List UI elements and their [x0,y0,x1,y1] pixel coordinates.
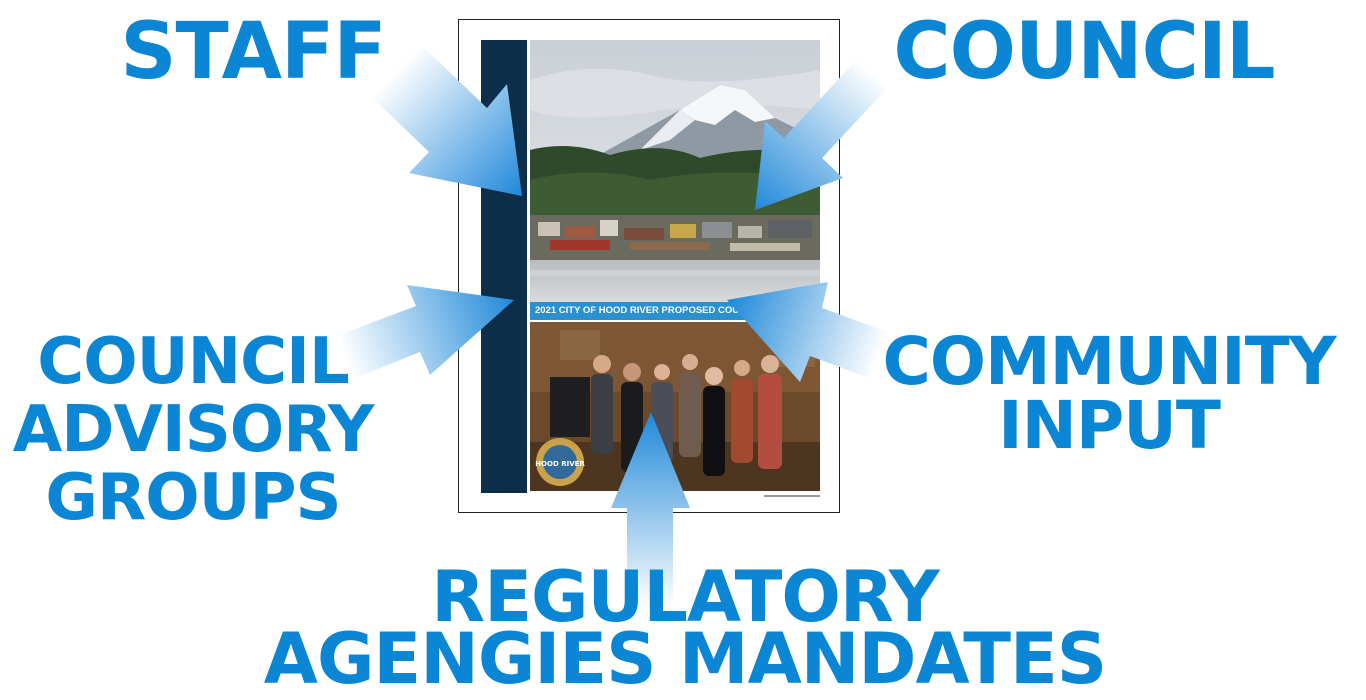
community-input-arrow [727,282,896,382]
council-group-photo: HOOD RIVER [530,322,820,491]
label-council: COUNCIL [866,4,1302,100]
label-regulatory-agencies-mandates: REGULATORY AGENGIES MANDATES [170,556,1200,700]
label-community-input: COMMUNITY INPUT [870,323,1348,464]
regulatory-agencies-arrow [611,412,690,608]
label-cag-line-3: GROUPS [45,461,341,535]
label-cag-line-1: COUNCIL [37,325,349,399]
label-community-line-1: COMMUNITY [882,323,1336,400]
council-advisory-groups-arrow [326,285,514,382]
label-regulatory-line-2: AGENGIES MANDATES [263,618,1107,700]
cover-footer-line [764,495,820,497]
label-staff-text: STAFF [120,7,386,97]
label-staff: STAFF [88,4,418,100]
council-arrow [755,51,896,210]
city-seal-text: HOOD RIVER [535,460,585,468]
label-community-line-2: INPUT [998,387,1221,464]
label-regulatory-line-1: REGULATORY [431,556,939,638]
staff-arrow [359,41,522,196]
label-council-text: COUNCIL [893,7,1275,97]
label-cag-line-2: ADVISORY [12,393,375,467]
label-council-advisory-groups: COUNCIL ADVISORY GROUPS [8,328,378,532]
